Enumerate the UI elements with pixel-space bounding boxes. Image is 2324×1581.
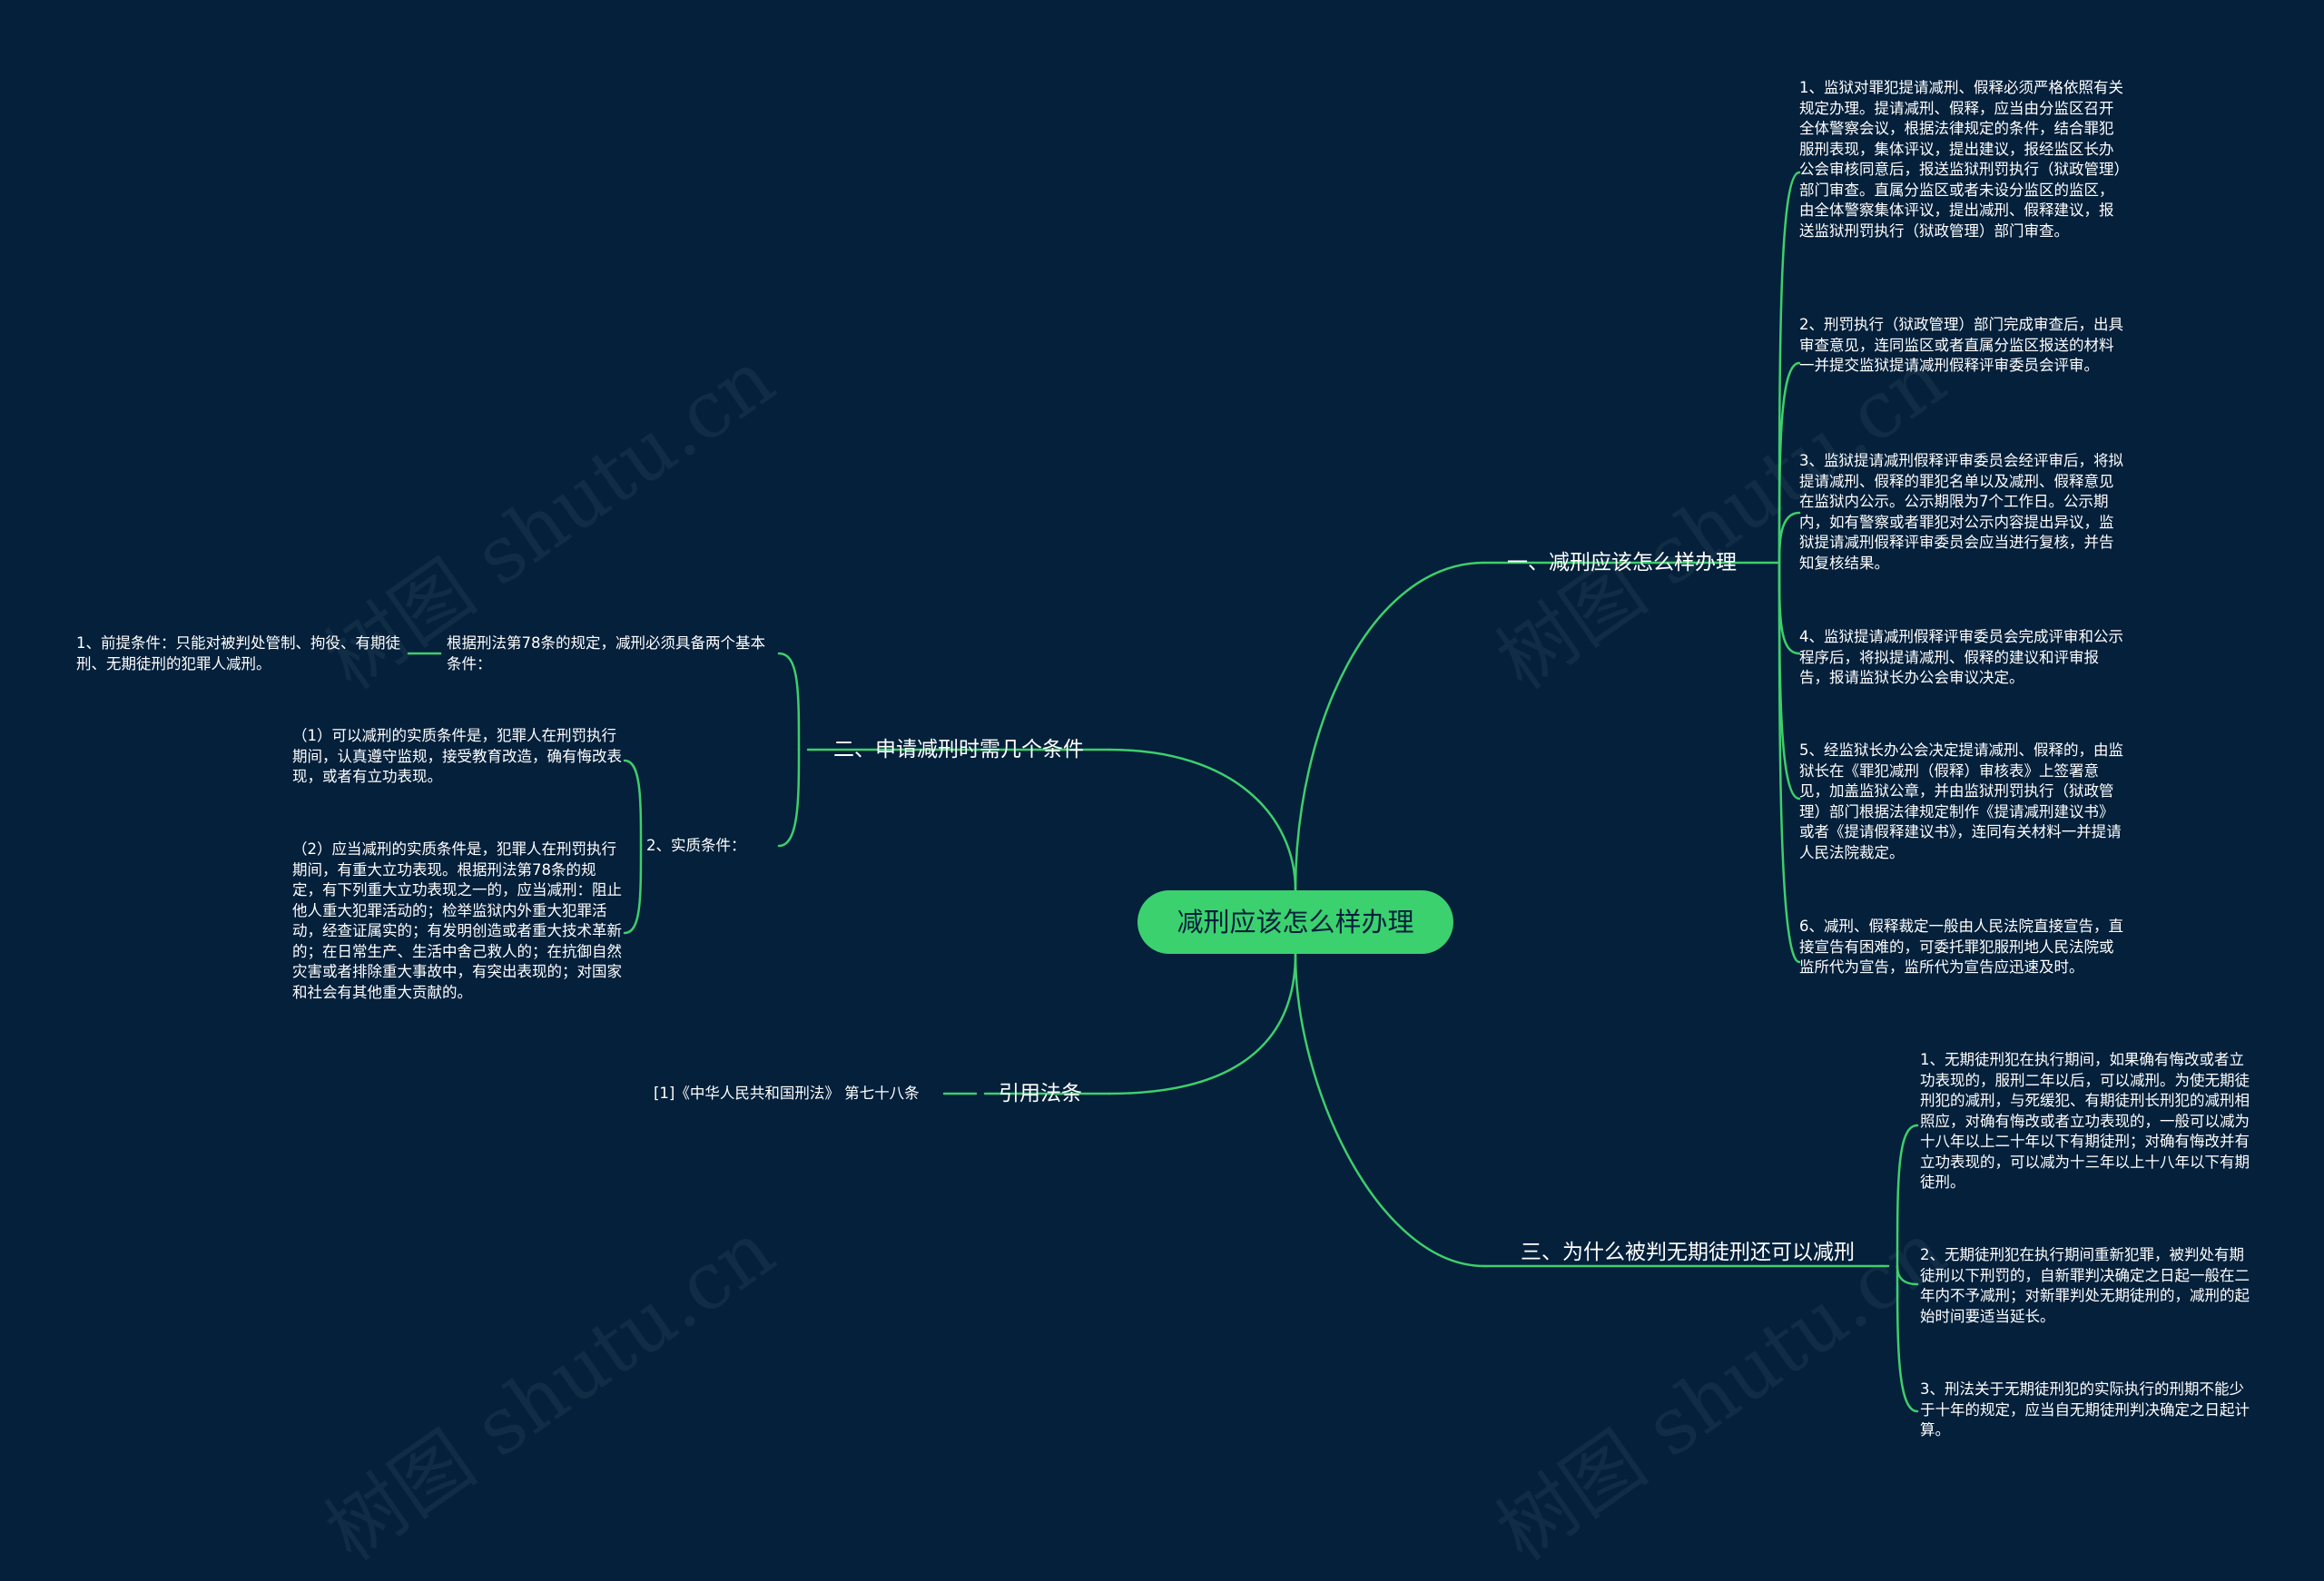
bracket-b3-3	[1896, 1264, 1919, 1413]
b1-item-2: 2、刑罚执行（狱政管理）部门完成审查后，出具审查意见，连同监区或者直属分监区报送…	[1799, 316, 2123, 374]
bracket-b1-5	[1777, 561, 1801, 800]
b1-item-4: 4、监狱提请减刑假释评审委员会完成评审和公示程序后，将拟提请减刑、假释的建议和评…	[1799, 628, 2123, 686]
bracket-b3-1	[1896, 1124, 1919, 1268]
branch-title-b4[interactable]: 引用法条	[999, 1082, 1082, 1105]
connector-root-b3	[1294, 952, 1486, 1268]
connector-root-b4	[1108, 952, 1297, 1095]
b2-premise: 1、前提条件：只能对被判处管制、拘役、有期徒刑、无期徒刑的犯罪人减刑。	[76, 634, 400, 673]
bracket-b2-sub-1	[623, 759, 643, 848]
b2-sub-item-2: （2）应当减刑的实质条件是，犯罪人在刑罚执行期间，有重大立功表现。根据刑法第78…	[292, 840, 622, 1001]
mindmap-canvas: 树图 shutu.cn 树图 shutu.cn 树图 shutu.cn 树图 s…	[76, 79, 2250, 1578]
bracket-b1-1	[1777, 171, 1801, 565]
connector-root-b2	[1108, 748, 1297, 892]
bracket-b1-2	[1777, 361, 1801, 565]
bracket-b1-3	[1777, 511, 1801, 565]
bracket-b1-6	[1777, 561, 1801, 964]
branch-title-b1[interactable]: 一、减刑应该怎么样办理	[1507, 551, 1737, 574]
bracket-b1-4	[1777, 561, 1801, 655]
bracket-b2-sub-2	[623, 844, 643, 935]
b1-item-6: 6、减刑、假释裁定一般由人民法院直接宣告，直接宣告有困难的，可委托罪犯服刑地人民…	[1799, 918, 2123, 976]
b2-sub-item-1: （1）可以减刑的实质条件是，犯罪人在刑罚执行期间，认真遵守监规，接受教育改造，确…	[292, 727, 622, 785]
bracket-b2-1	[777, 652, 801, 751]
branch-title-b2[interactable]: 二、申请减刑时需几个条件	[833, 738, 1084, 761]
b1-item-5: 5、经监狱长办公会决定提请减刑、假释的，由监狱长在《罪犯减刑（假释）审核表》上签…	[1799, 741, 2123, 861]
branch-title-b3[interactable]: 三、为什么被判无期徒刑还可以减刑	[1521, 1241, 1855, 1264]
b1-item-3: 3、监狱提请减刑假释评审委员会经评审后，将拟提请减刑、假释的罪犯名单以及减刑、假…	[1799, 452, 2123, 572]
b2-substantive: 2、实质条件：	[646, 837, 746, 854]
connector-lines	[407, 171, 1919, 1413]
connector-root-b1	[1294, 561, 1486, 892]
b2-basis: 根据刑法第78条的规定，减刑必须具备两个基本条件：	[447, 634, 765, 673]
b1-item-1: 1、监狱对罪犯提请减刑、假释必须严格依照有关规定办理。提请减刑、假释，应当由分监…	[1799, 79, 2123, 240]
bracket-b2-2	[777, 748, 801, 848]
b4-item: [1]《中华人民共和国刑法》 第七十八条	[654, 1085, 920, 1102]
root-node[interactable]: 减刑应该怎么样办理	[1137, 890, 1453, 954]
b3-item-2: 2、无期徒刑犯在执行期间重新犯罪，被判处有期徒刑以下刑罚的，自新罪判决确定之日起…	[1920, 1246, 2250, 1325]
b3-item-3: 3、刑法关于无期徒刑犯的实际执行的刑期不能少于十年的规定，应当自无期徒刑判决确定…	[1920, 1380, 2250, 1439]
b3-item-1: 1、无期徒刑犯在执行期间，如果确有悔改或者立功表现的，服刑二年以后，可以减刑。为…	[1920, 1051, 2250, 1191]
bracket-b3-2	[1896, 1264, 1919, 1286]
